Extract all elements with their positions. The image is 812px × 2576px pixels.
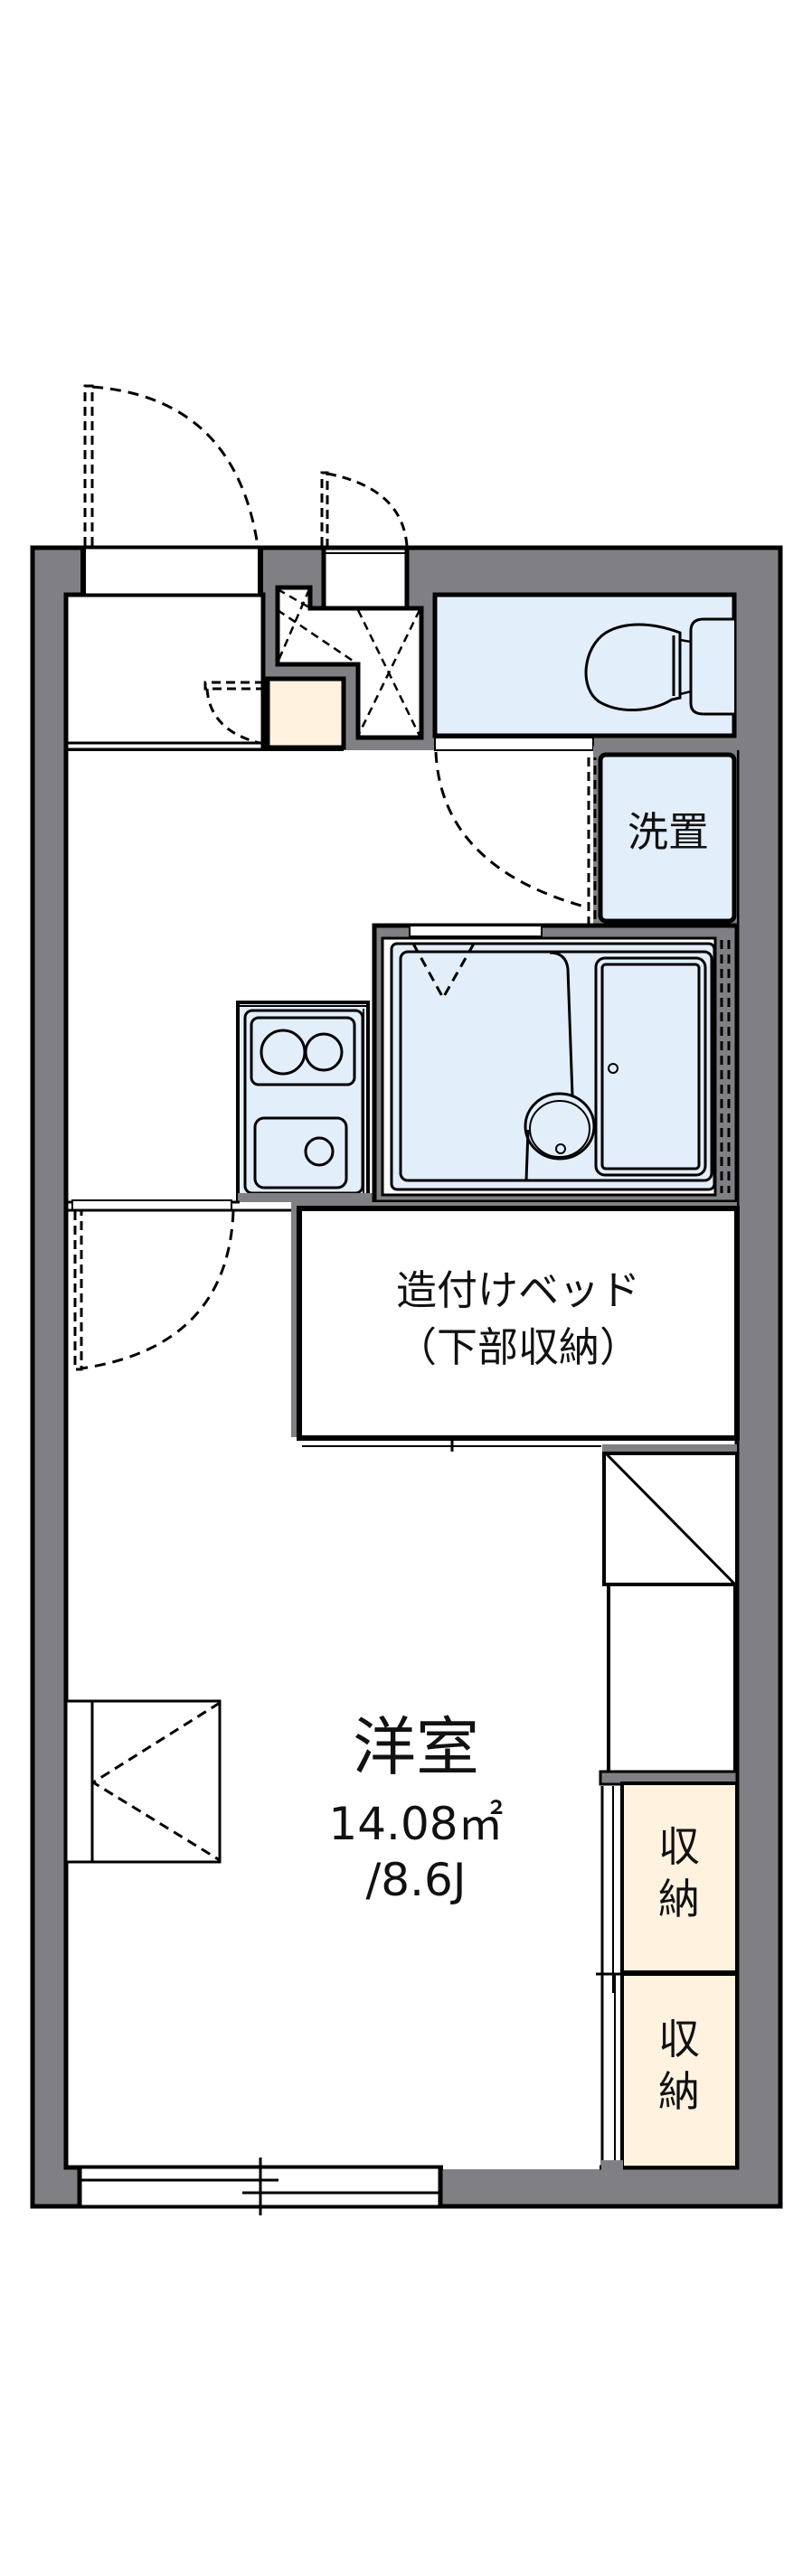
shoe-box xyxy=(66,669,351,751)
western-room-area: 14.08㎡ xyxy=(328,1798,504,1850)
bathtub-icon xyxy=(594,956,707,1177)
pipe-shaft xyxy=(275,585,424,740)
western-room-label: 洋室 xyxy=(353,1710,479,1784)
balcony-window[interactable] xyxy=(77,2158,443,2215)
built-in-bed-label-line2: （下部収納） xyxy=(395,1323,640,1371)
storage-2-label-line1: 収 xyxy=(658,2015,700,2064)
desk-furniture xyxy=(64,1699,222,1864)
closet-upper xyxy=(599,1444,739,1786)
western-room-size: /8.6J xyxy=(365,1854,467,1906)
kitchen-counter xyxy=(66,1001,373,1204)
toilet-icon xyxy=(584,617,734,716)
room-door[interactable] xyxy=(66,1199,298,1371)
storage-2-label: 収 納 xyxy=(652,2014,706,2118)
storage-1-label: 収 納 xyxy=(652,1821,706,1925)
entrance-door[interactable] xyxy=(80,384,263,597)
toilet-room xyxy=(432,592,737,909)
meter-box-door[interactable] xyxy=(320,471,410,626)
stove-icon xyxy=(250,1016,356,1086)
storage-1-label-line1: 収 xyxy=(658,1822,700,1871)
built-in-bed-label-line1: 造付けベッド xyxy=(395,1266,640,1314)
built-in-bed xyxy=(291,1202,740,1452)
bathroom-unit xyxy=(372,923,740,1205)
storage-2-label-line2: 納 xyxy=(658,2066,700,2116)
washer-space xyxy=(587,747,737,1032)
washbasin-icon xyxy=(524,1092,596,1181)
storage-1-label-line2: 納 xyxy=(658,1874,700,1923)
sink-icon xyxy=(253,1116,348,1189)
washer-space-label: 洗置 xyxy=(627,808,709,856)
storage-closets xyxy=(596,1782,739,2171)
